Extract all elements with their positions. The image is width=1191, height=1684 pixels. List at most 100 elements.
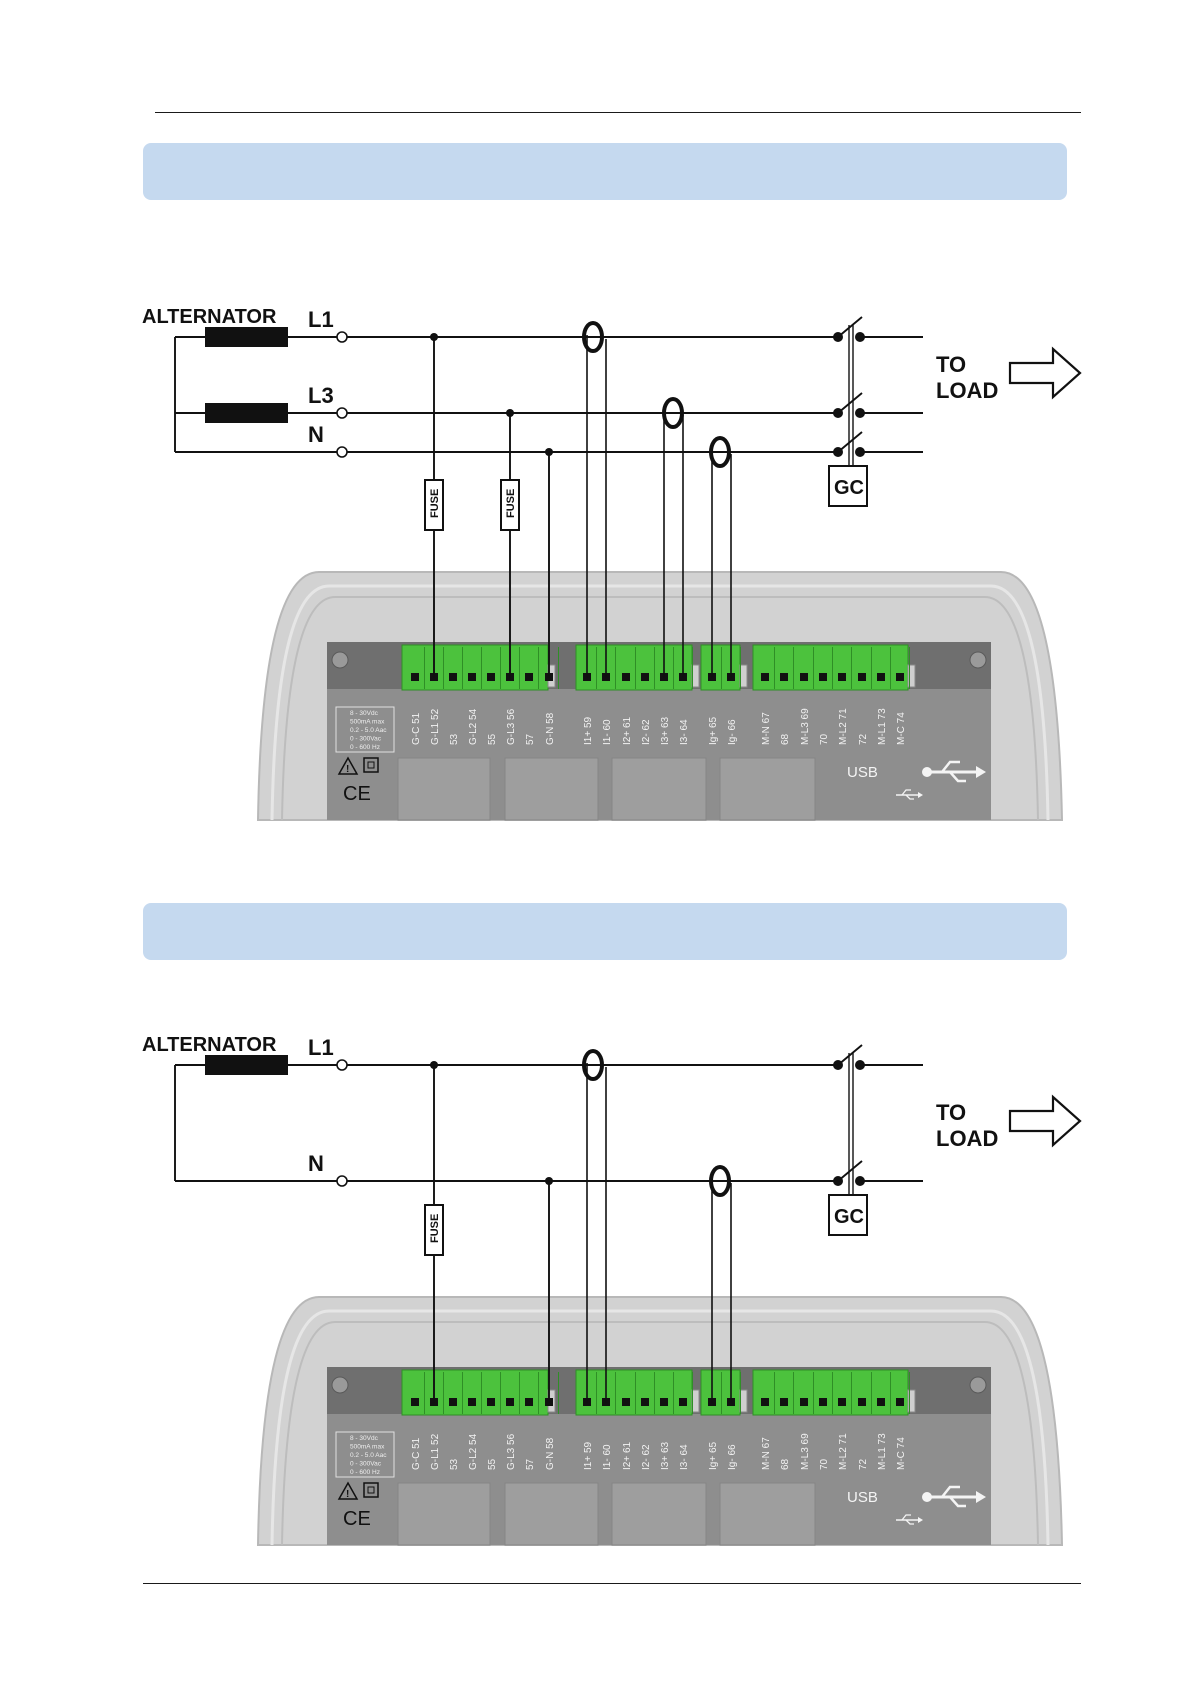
to-load-arrow-icon xyxy=(1008,1094,1082,1148)
current-transformer-icon xyxy=(582,321,604,353)
terminal-label: M-L3 69 xyxy=(800,1433,811,1470)
terminal-screw xyxy=(411,1398,419,1406)
fuse-label: FUSE xyxy=(505,489,517,518)
mounting-screw-icon xyxy=(331,1376,349,1394)
terminal-screw xyxy=(679,1398,687,1406)
gc-box xyxy=(828,1194,868,1236)
breaker-blade xyxy=(837,316,863,338)
terminal-label: I3- 64 xyxy=(679,1444,690,1470)
terminal-label: 70 xyxy=(819,1458,830,1470)
double-insulation-icon xyxy=(367,761,375,769)
terminal-block xyxy=(401,1369,549,1416)
section-band-top xyxy=(143,143,1067,200)
ratings-legend-text: 0 - 300Vac xyxy=(350,736,382,743)
terminal-label: M-L1 73 xyxy=(877,1433,888,1470)
connector-slot xyxy=(504,1482,599,1546)
ratings-legend-text: 0.2 - 5.0 Aac xyxy=(350,727,387,734)
terminal-block xyxy=(401,644,549,691)
current-transformer-icon xyxy=(582,1049,604,1081)
usb-small-icon xyxy=(918,1517,923,1523)
fuse-label: FUSE xyxy=(429,489,441,518)
terminal-screw xyxy=(622,673,630,681)
section-band-bottom xyxy=(143,903,1067,960)
phase-label: L1 xyxy=(308,1035,334,1060)
housing-ridge xyxy=(281,595,1039,821)
terminal-block-latch xyxy=(691,664,700,688)
terminal-block-latch xyxy=(907,1389,916,1413)
terminal-block-latch xyxy=(691,1389,700,1413)
alternator-label: ALTERNATOR xyxy=(142,1034,277,1056)
terminal-screw xyxy=(525,673,533,681)
alternator-winding xyxy=(205,327,288,347)
terminal-block-latch xyxy=(907,664,916,688)
terminal-screw xyxy=(858,1398,866,1406)
mounting-screw-icon xyxy=(969,1376,987,1394)
breaker-blade xyxy=(837,392,863,414)
terminal-label: M-N 67 xyxy=(761,712,772,745)
terminal-label: 72 xyxy=(858,733,869,745)
usb-icon xyxy=(922,767,932,777)
usb-label: USB xyxy=(847,1489,878,1506)
phase-label: L3 xyxy=(308,383,334,408)
terminal-label: G-N 58 xyxy=(545,712,556,745)
phase-terminal xyxy=(336,1059,348,1071)
double-insulation-icon xyxy=(363,757,379,773)
breaker-blade xyxy=(837,431,863,453)
terminal-label: M-C 74 xyxy=(896,1437,907,1470)
terminal-block xyxy=(752,644,909,691)
ratings-legend-text: 500mA max xyxy=(350,719,385,726)
phase-label: N xyxy=(308,1151,324,1176)
gc-label: GC xyxy=(834,477,864,499)
terminal-label: Ig+ 65 xyxy=(708,716,719,745)
terminal-label: I3+ 63 xyxy=(660,716,671,745)
phase-label: L1 xyxy=(308,307,334,332)
usb-small-icon xyxy=(896,1514,923,1525)
terminal-screw xyxy=(896,673,904,681)
fuse-label: FUSE xyxy=(429,1214,441,1243)
usb-icon xyxy=(941,1485,960,1498)
terminal-label: 68 xyxy=(780,733,791,745)
phase-terminal xyxy=(336,331,348,343)
usb-label: USB xyxy=(847,764,878,781)
terminal-screw xyxy=(761,1398,769,1406)
terminal-label: G-L1 52 xyxy=(430,708,441,745)
to-load-label: LOAD xyxy=(936,1126,998,1151)
housing-ridge xyxy=(281,1320,1039,1546)
terminal-screw xyxy=(800,1398,808,1406)
phase-label: N xyxy=(308,422,324,447)
connector-slot xyxy=(611,1482,707,1546)
terminal-screw xyxy=(506,1398,514,1406)
fuse xyxy=(500,479,520,531)
terminal-screw xyxy=(838,673,846,681)
terminal-label: 53 xyxy=(449,1458,460,1470)
terminal-screw xyxy=(819,1398,827,1406)
terminal-screw xyxy=(487,673,495,681)
terminal-label: G-L1 52 xyxy=(430,1433,441,1470)
terminal-screw xyxy=(468,1398,476,1406)
usb-small-icon xyxy=(901,789,914,800)
phase-terminal xyxy=(336,407,348,419)
terminal-screw xyxy=(449,673,457,681)
usb-small-icon xyxy=(901,1514,914,1525)
usb-icon xyxy=(922,1485,986,1508)
header-rule xyxy=(155,112,1081,113)
usb-icon xyxy=(976,1491,986,1503)
breaker-contact xyxy=(855,447,865,457)
ce-mark: CE xyxy=(343,783,371,805)
terminal-block xyxy=(700,644,741,691)
terminal-screw xyxy=(838,1398,846,1406)
terminal-screw xyxy=(877,1398,885,1406)
connector-slot xyxy=(719,1482,816,1546)
breaker-contact xyxy=(855,1060,865,1070)
mounting-screw-icon xyxy=(969,651,987,669)
terminal-label: I1+ 59 xyxy=(583,1441,594,1470)
terminal-screw xyxy=(819,673,827,681)
ratings-legend-text: 8 - 30Vdc xyxy=(350,710,379,717)
terminal-screw xyxy=(468,673,476,681)
terminal-label: M-L2 71 xyxy=(838,1433,849,1470)
double-insulation-icon xyxy=(367,1486,375,1494)
connector-slot xyxy=(504,757,599,821)
